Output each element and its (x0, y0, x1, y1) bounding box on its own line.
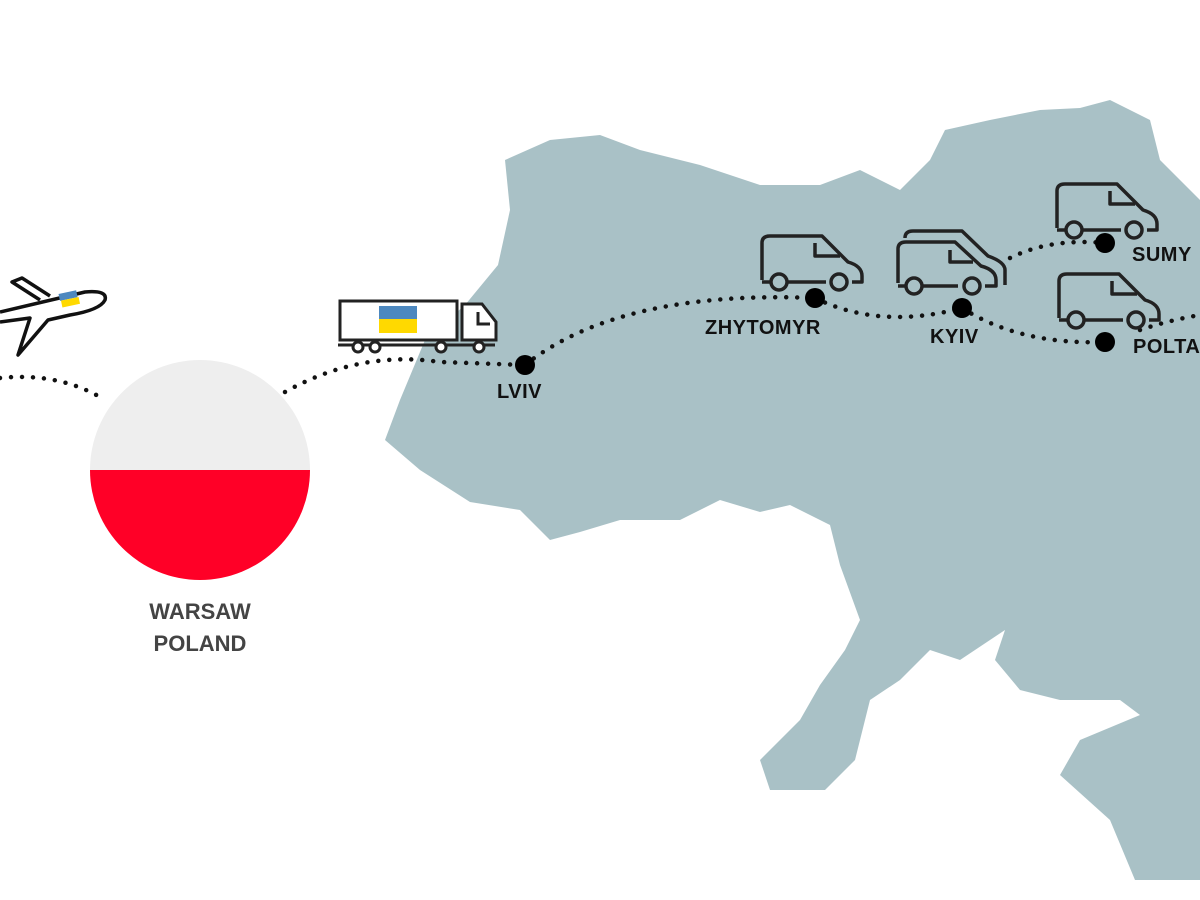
marker-sumy (1095, 233, 1115, 253)
city-markers (515, 233, 1115, 375)
route-lines (0, 239, 1200, 403)
marker-poltava (1095, 332, 1115, 352)
van-icon (760, 234, 864, 292)
marker-zhytomyr (805, 288, 825, 308)
poland-flag-circle (90, 360, 310, 580)
van-icon (896, 229, 1007, 296)
marker-lviv (515, 355, 535, 375)
origin-city: WARSAW (149, 599, 251, 624)
ukraine-map (385, 100, 1200, 880)
city-label-sumy: SUMY (1132, 244, 1192, 266)
marker-kyiv (952, 298, 972, 318)
city-label-kyiv: KYIV (930, 326, 979, 348)
city-label-zhytomyr: ZHYTOMYR (705, 317, 821, 339)
origin-country: POLAND (153, 631, 247, 656)
city-label-lviv: LVIV (497, 381, 542, 403)
airplane-icon (0, 276, 108, 357)
origin-label: WARSAW POLAND (80, 596, 320, 660)
city-label-poltava: POLTA (1133, 336, 1200, 358)
truck-icon (338, 299, 498, 354)
